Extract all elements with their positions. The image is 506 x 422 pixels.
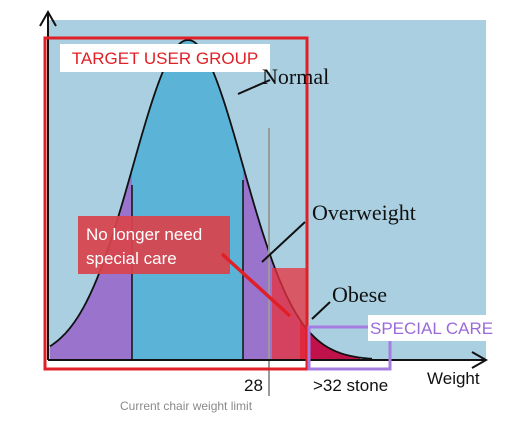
x-axis-label: Weight [427, 369, 480, 388]
normal-label: Normal [262, 64, 329, 89]
obese-label: Obese [332, 282, 387, 307]
special-care-label: SPECIAL CARE [370, 319, 493, 338]
normal-pointer [237, 79, 271, 95]
chair-limit-label: Current chair weight limit [120, 399, 253, 413]
target-user-group-box [43, 36, 309, 371]
target-user-group-label: TARGET USER GROUP [72, 49, 258, 68]
tick-28: 28 [244, 376, 263, 395]
y-axis-arrow-icon [39, 9, 57, 27]
overweight-label: Overweight [312, 200, 416, 225]
tick-32-stone: >32 stone [313, 376, 388, 395]
obese-pointer [311, 301, 331, 320]
no-longer-need-line2: special care [86, 249, 177, 268]
no-longer-need-line1: No longer need [86, 225, 202, 244]
obese-region [300, 319, 360, 360]
normal-region [132, 40, 243, 360]
overweight-region-left [50, 169, 132, 360]
overweight-pointer [261, 221, 306, 263]
target-user-group-label-bg [60, 44, 270, 72]
no-longer-need-arrow [220, 252, 292, 318]
special-care-box [307, 325, 392, 371]
special-care-label-bg [368, 315, 494, 341]
x-axis-arrow-icon [471, 351, 489, 369]
no-longer-need-box [78, 216, 230, 274]
